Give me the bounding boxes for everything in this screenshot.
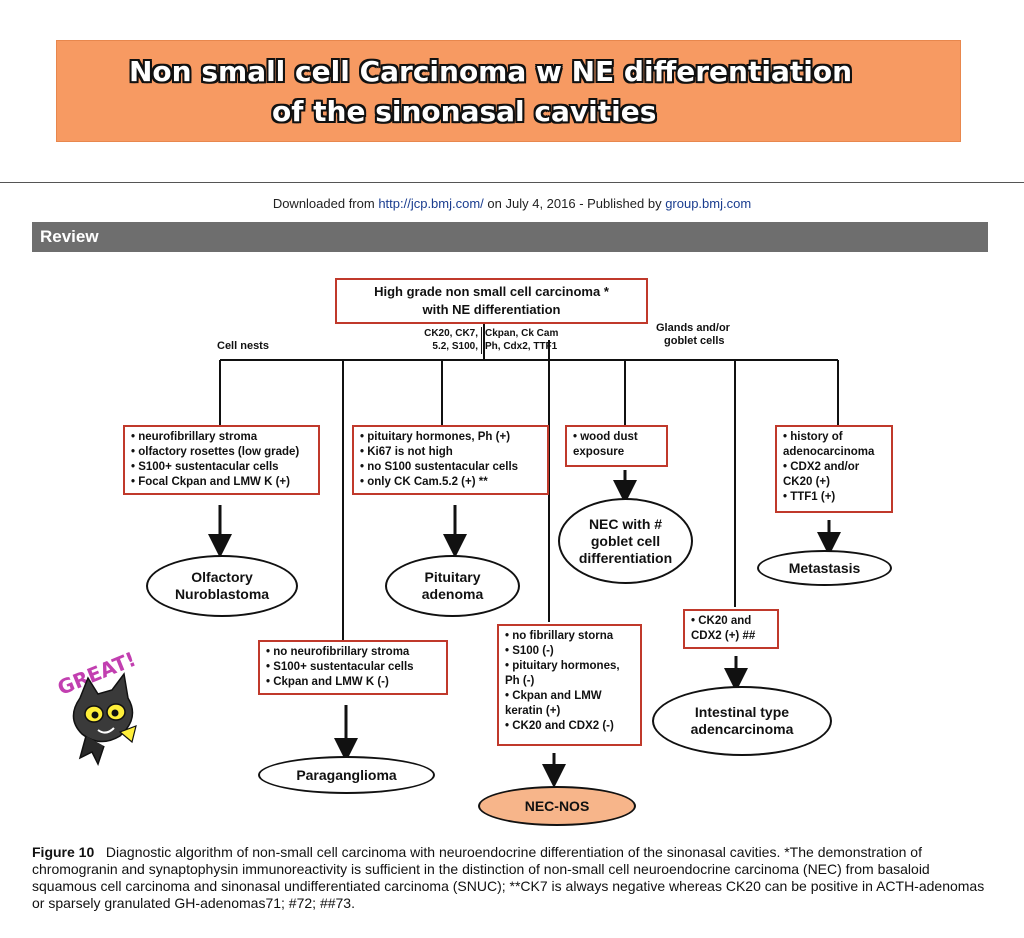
nos-item: • S100 (-): [505, 645, 554, 657]
olf-item: • Focal Ckpan and LMW K (+): [131, 476, 290, 488]
oval-paraganglioma-text: Paraganglioma: [296, 766, 397, 783]
cat-mascot-sticker: GREAT!: [54, 647, 139, 766]
olf-item: • neurofibrillary stroma: [131, 431, 258, 443]
box-ck20-cdx2: • CK20 and CDX2 (+) ##: [683, 609, 779, 649]
oval-nec-nos-text: NEC-NOS: [524, 797, 590, 814]
hist-item: CK20 (+): [783, 476, 830, 488]
download-link-jcp[interactable]: http://jcp.bmj.com/: [378, 196, 484, 211]
markers-right-line2: Ph, Cdx2, TTF1: [485, 341, 558, 352]
hist-item: • CDX2 and/or: [783, 461, 860, 473]
wood-item: exposure: [573, 446, 625, 458]
nos-item: • Ckpan and LMW: [505, 690, 602, 702]
header-rule: [0, 182, 1024, 183]
para-item: • no neurofibrillary stroma: [266, 646, 410, 658]
olf-item: • olfactory rosettes (low grade): [131, 446, 300, 458]
review-section-bar: Review: [32, 222, 988, 252]
oval-pit-line2: adenoma: [421, 586, 484, 602]
markers-left: CK20, CK7, 5.2, S100,: [420, 327, 478, 353]
oval-metastasis-text: Metastasis: [788, 559, 861, 576]
caption-label: Figure 10: [32, 844, 95, 860]
download-text-pre: Downloaded from: [272, 196, 379, 211]
hist-item: • history of: [783, 431, 843, 443]
cat-pupil-right: [111, 709, 119, 717]
cat-head-shape: [72, 672, 134, 743]
root-line2: with NE differentiation: [422, 302, 561, 317]
markers-left-line2: 5.2, S100,: [432, 341, 478, 352]
nos-item: • no fibrillary storna: [505, 630, 614, 642]
ck20-item: • CK20 and: [691, 615, 752, 627]
box-olfactory-criteria: • neurofibrillary stroma • olfactory ros…: [123, 425, 320, 495]
markers-left-line1: CK20, CK7,: [424, 328, 478, 339]
nos-item: • CK20 and CDX2 (-): [505, 720, 614, 732]
oval-olf-line1: Olfactory: [191, 569, 253, 585]
cat-lightning: [118, 725, 137, 744]
root-line1: High grade non small cell carcinoma *: [374, 284, 609, 299]
label-glands-line1: Glands and/or: [656, 322, 730, 334]
download-text-mid: on July 4, 2016 - Published by: [483, 196, 666, 211]
nos-item: Ph (-): [505, 675, 535, 687]
box-wood-dust: • wood dust exposure: [565, 425, 668, 467]
box-paraganglioma-criteria: • no neurofibrillary stroma • S100+ sust…: [258, 640, 448, 695]
cat-pupil-left: [91, 711, 99, 719]
figure-caption: Figure 10 Diagnostic algorithm of non-sm…: [32, 844, 992, 912]
hist-item: • TTF1 (+): [783, 491, 836, 503]
ck20-item: CDX2 (+) ##: [691, 630, 756, 642]
oval-paraganglioma: Paraganglioma: [258, 756, 435, 794]
markers-right-line1: Ckpan, Ck Cam: [485, 328, 559, 339]
nos-item: • pituitary hormones,: [505, 660, 620, 672]
download-notice: Downloaded from http://jcp.bmj.com/ on J…: [0, 196, 1024, 211]
markers-right: Ckpan, Ck Cam Ph, Cdx2, TTF1: [485, 327, 558, 353]
para-item: • S100+ sustentacular cells: [266, 661, 414, 673]
label-cell-nests: Cell nests: [217, 340, 269, 352]
pit-item: • no S100 sustentacular cells: [360, 461, 519, 473]
markers-divider: [481, 327, 482, 354]
download-link-bmj[interactable]: group.bmj.com: [665, 196, 752, 211]
box-nec-nos-criteria: • no fibrillary storna • S100 (-) • pitu…: [497, 624, 642, 746]
banner-title-line1: Non small cell Carcinoma w NE differenti…: [129, 55, 852, 88]
pit-item: • only CK Cam.5.2 (+) **: [360, 476, 488, 488]
nos-item: keratin (+): [505, 705, 561, 717]
oval-pit-line1: Pituitary: [424, 569, 481, 585]
cat-body: [78, 735, 105, 766]
cat-mouth: [97, 727, 115, 734]
box-history: • history of adenocarcinoma • CDX2 and/o…: [775, 425, 893, 513]
label-glands-line2: goblet cells: [664, 335, 725, 347]
para-item: • Ckpan and LMW K (-): [266, 676, 389, 688]
pit-item: • Ki67 is not high: [360, 446, 453, 458]
oval-nec-goblet-line2: goblet cell: [590, 532, 661, 549]
hist-item: adenocarcinoma: [783, 446, 875, 458]
oval-nec-goblet-line1: NEC with #: [588, 515, 663, 532]
root-node: High grade non small cell carcinoma * wi…: [335, 278, 648, 324]
oval-nec-nos: NEC-NOS: [478, 786, 636, 826]
oval-olf-line2: Nuroblastoma: [174, 586, 270, 602]
title-banner: Non small cell Carcinoma w NE differenti…: [56, 40, 961, 142]
oval-int-line2: adencarcinoma: [690, 721, 794, 737]
olf-item: • S100+ sustentacular cells: [131, 461, 279, 473]
review-label: Review: [40, 227, 99, 246]
wood-item: • wood dust: [573, 431, 638, 443]
pit-item: • pituitary hormones, Ph (+): [360, 431, 511, 443]
caption-text: Diagnostic algorithm of non-small cell c…: [32, 844, 985, 911]
banner-title-line2: of the sinonasal cavities: [272, 95, 657, 128]
oval-int-line1: Intestinal type: [694, 704, 790, 720]
oval-nec-goblet-line3: differentiation: [578, 549, 673, 566]
box-pituitary-criteria: • pituitary hormones, Ph (+) • Ki67 is n…: [352, 425, 549, 495]
oval-metastasis: Metastasis: [757, 550, 892, 586]
label-glands: Glands and/or goblet cells: [656, 322, 730, 348]
